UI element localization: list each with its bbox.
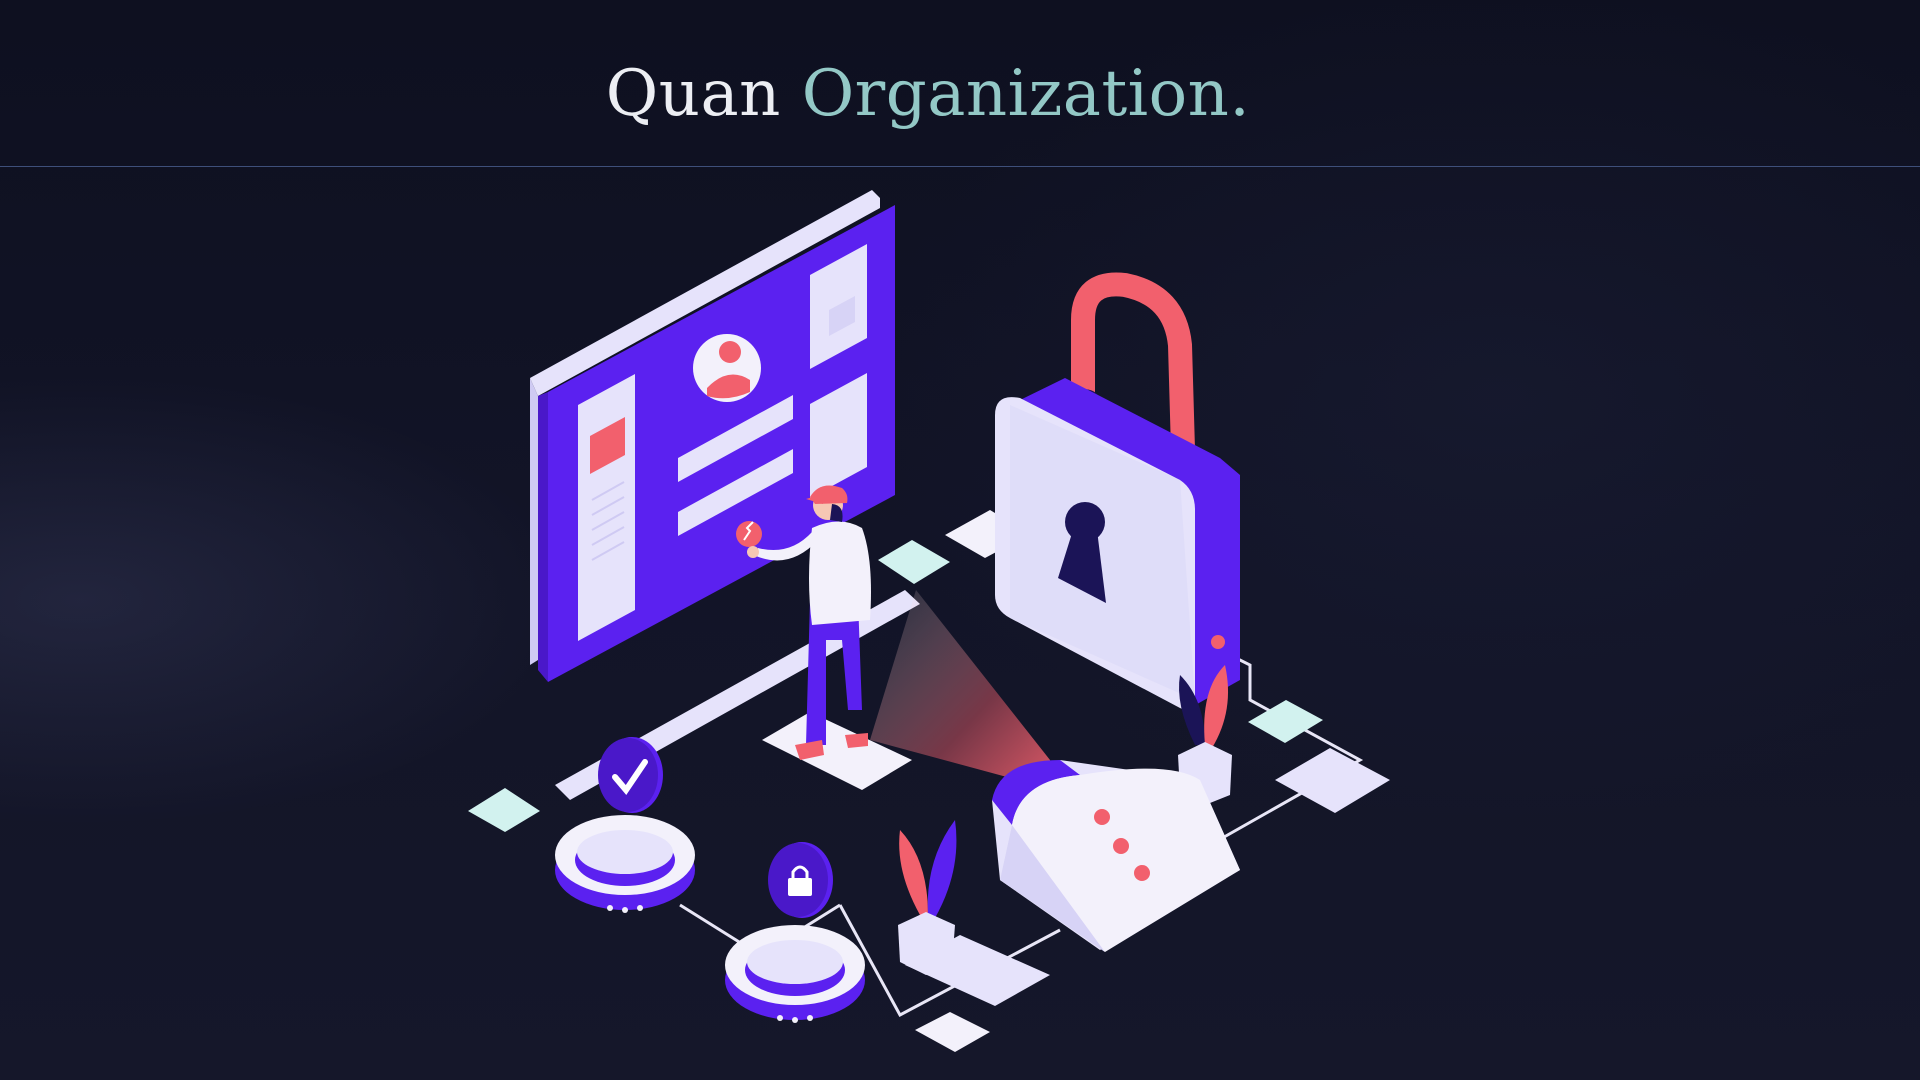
monitor[interactable]	[530, 190, 895, 682]
brand-title: Quan Organization.	[0, 46, 1856, 142]
lock-badge[interactable]	[725, 842, 865, 1023]
password-field[interactable]	[678, 449, 793, 536]
text-lines	[591, 481, 625, 561]
person	[747, 485, 871, 760]
username-field[interactable]	[678, 395, 793, 482]
security-illustration-svg	[468, 190, 1390, 1052]
header-divider	[0, 166, 1920, 167]
avatar-icon	[693, 334, 761, 402]
checkmark-icon	[612, 759, 648, 795]
small-lock-icon	[788, 865, 812, 896]
padlock-icon	[995, 272, 1240, 711]
scanner-device	[992, 760, 1240, 952]
brand-word-quan: Quan	[605, 57, 781, 131]
header: Quan Organization.	[0, 0, 1920, 166]
red-block	[590, 417, 625, 474]
side-card-bottom	[810, 373, 867, 498]
brand-word-organization: Organization.	[801, 57, 1251, 131]
check-badge[interactable]	[555, 737, 695, 913]
fingerprint-button[interactable]	[736, 521, 762, 547]
hero-illustration	[0, 167, 1920, 1080]
scan-beam	[870, 590, 1055, 790]
plant-left	[898, 820, 957, 975]
